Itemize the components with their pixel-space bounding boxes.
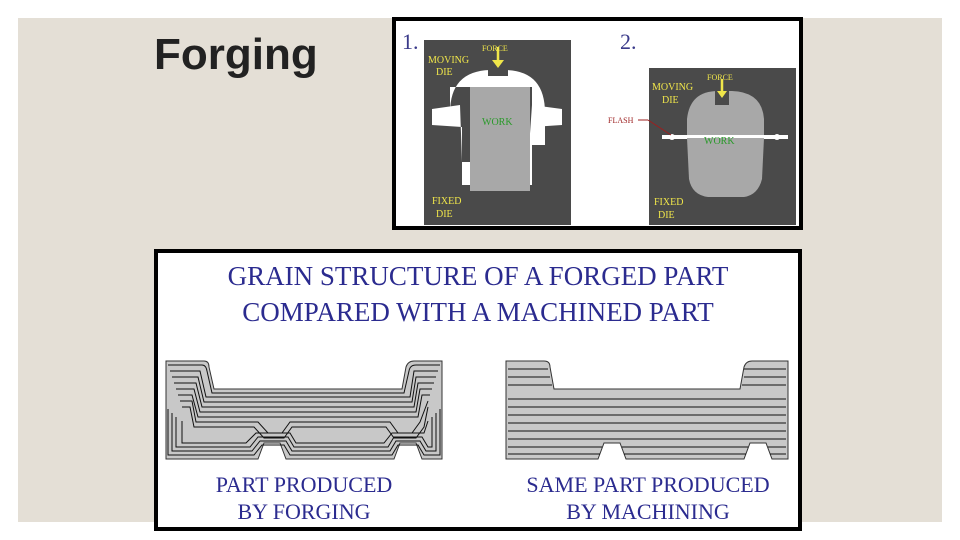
machined-part (505, 360, 789, 460)
step1-diagram: FORCE MOVING DIE WORK FIXED DIE 1. (402, 29, 571, 225)
grain-title-line1: GRAIN STRUCTURE OF A FORGED PART (228, 261, 729, 291)
step2-flash-left (669, 134, 675, 140)
step2-work-bottom (687, 138, 764, 197)
slide-title: Forging (154, 30, 318, 79)
step1-moving-die-gap (450, 70, 545, 145)
step1-moving-die-label: MOVING (428, 55, 469, 66)
machined-caption-line2: BY MACHINING (566, 499, 730, 524)
grain-structure-figure: GRAIN STRUCTURE OF A FORGED PART COMPARE… (154, 249, 802, 531)
step1-force-label: FORCE (482, 44, 508, 53)
step1-force-arrowhead (492, 60, 504, 68)
forged-part (165, 360, 443, 460)
machined-grain-lines (508, 368, 786, 455)
forged-grain-lines (167, 364, 441, 456)
step2-flash-right (774, 134, 780, 140)
step1-fixed-die-label: FIXED (432, 196, 461, 207)
step2-fixed-die-label-2: DIE (658, 210, 675, 221)
forged-caption-line2: BY FORGING (237, 499, 370, 524)
step2-work-label: WORK (704, 136, 735, 147)
step2-fixed-die-label: FIXED (654, 197, 683, 208)
step2-work-top (687, 91, 764, 138)
step2-force-label: FORCE (707, 73, 733, 82)
machined-part-body (505, 360, 789, 460)
step2-moving-die-label: MOVING (652, 82, 693, 93)
grain-title-line2: COMPARED WITH A MACHINED PART (242, 297, 714, 327)
step1-punch (488, 64, 508, 76)
step1-moving-die-label-2: DIE (436, 67, 453, 78)
step2-flash-line (662, 135, 788, 139)
step2-diagram: FORCE MOVING DIE WORK FIXED DIE FLASH 2. (608, 29, 796, 225)
step1-work (470, 87, 530, 191)
step2-moving-die-label-2: DIE (662, 95, 679, 106)
step2-flash-leader-2 (647, 119, 672, 136)
step1-number: 1. (402, 29, 419, 54)
step1-fixed-die-label-2: DIE (436, 209, 453, 220)
forged-caption-line1: PART PRODUCED (216, 472, 393, 497)
step2-force-arrowhead (717, 91, 727, 98)
forging-process-figure: FORCE MOVING DIE WORK FIXED DIE 1. FORCE… (392, 17, 803, 230)
step2-number: 2. (620, 29, 637, 54)
step1-work-label: WORK (482, 117, 513, 128)
forged-part-body (165, 360, 443, 460)
step2-flash-label: FLASH (608, 116, 634, 125)
machined-caption-line1: SAME PART PRODUCED (526, 472, 769, 497)
